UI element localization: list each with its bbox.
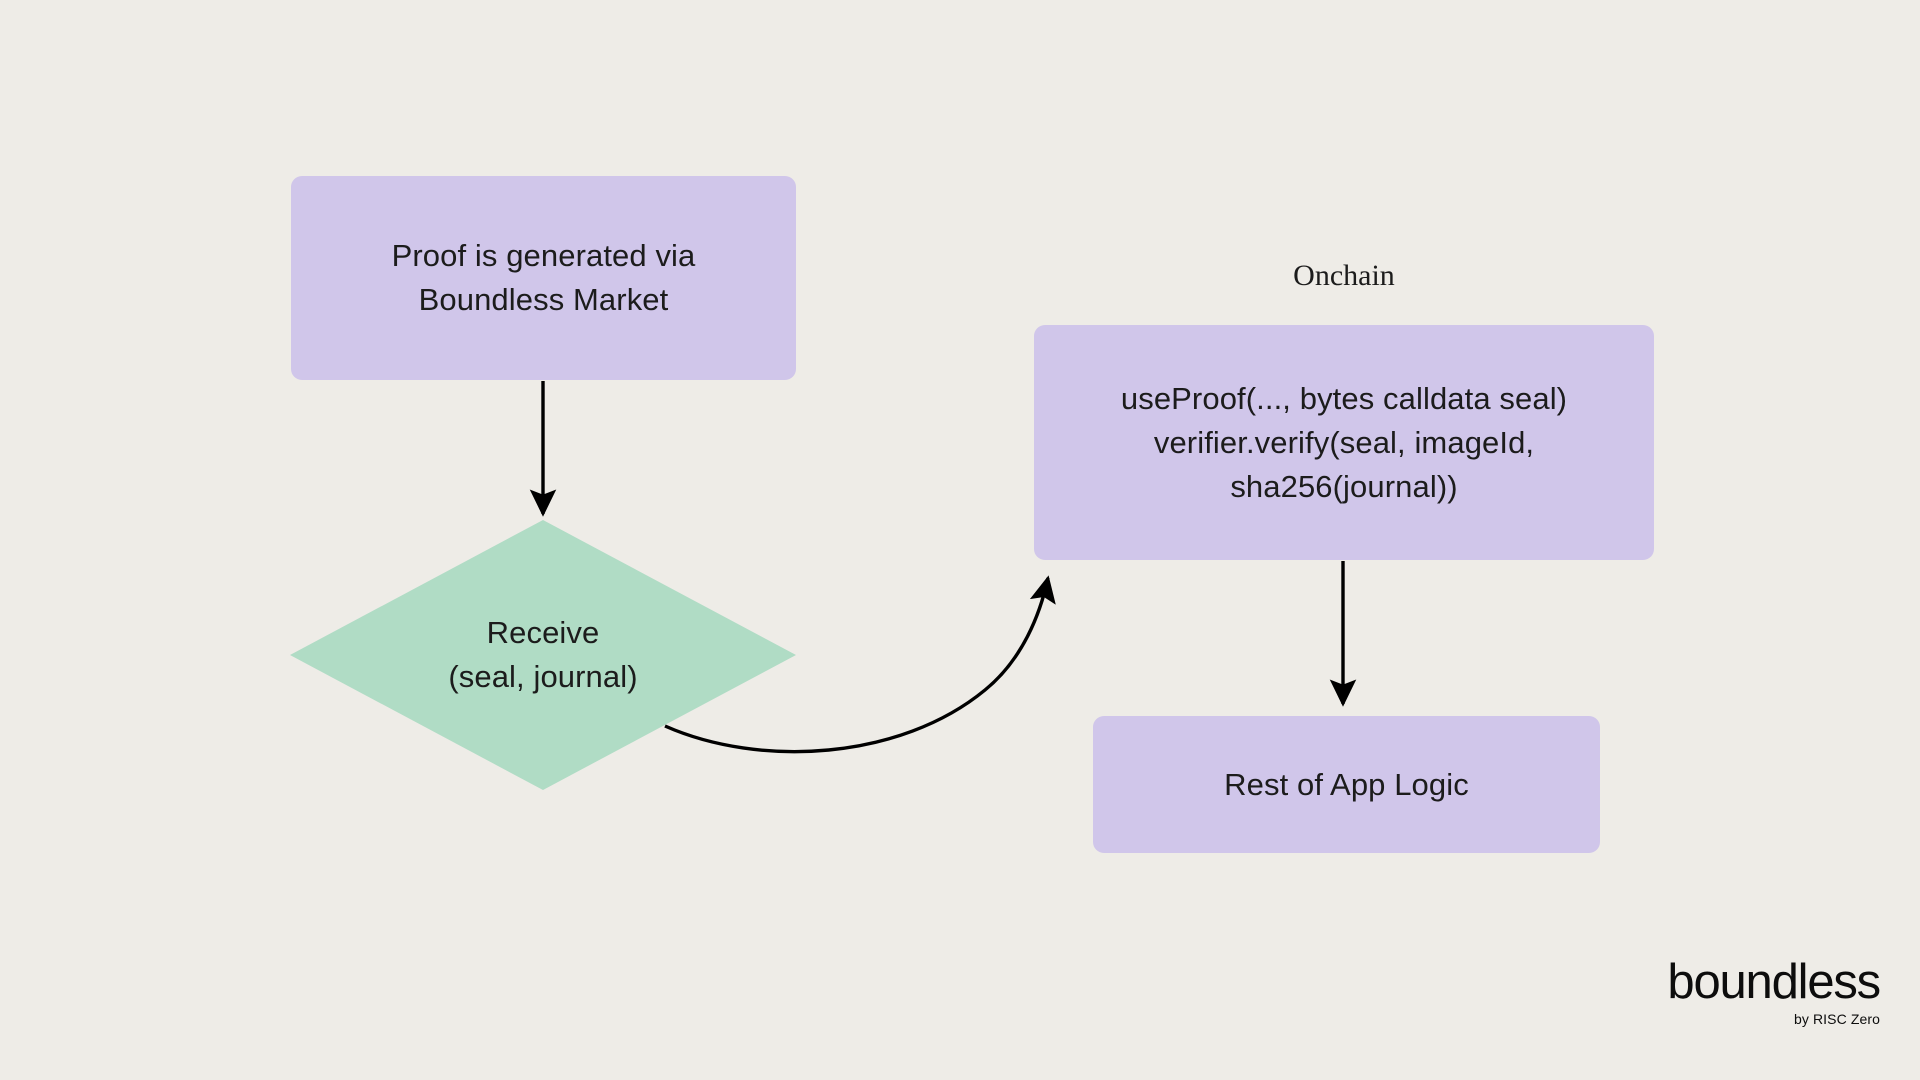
node-proof-generated[interactable]: Proof is generated via Boundless Market [291, 176, 796, 380]
node-proof-generated-line-1: Proof is generated via [391, 238, 696, 273]
node-receive-label: Receive (seal, journal) [448, 611, 637, 699]
node-rest-of-app-logic[interactable]: Rest of App Logic [1093, 716, 1600, 853]
node-receive-line-1: Receive [486, 615, 600, 650]
node-proof-generated-line-2: Boundless Market [418, 282, 669, 317]
node-use-proof-line-1: useProof(..., bytes calldata seal) [1120, 380, 1568, 416]
node-use-proof-line-2: verifier.verify(seal, imageId, [1153, 424, 1535, 460]
node-receive[interactable]: Receive (seal, journal) [290, 520, 796, 790]
node-use-proof[interactable]: useProof(..., bytes calldata seal) verif… [1034, 325, 1654, 560]
node-rest-of-app-logic-line-1: Rest of App Logic [1224, 766, 1469, 802]
brand-tagline: by RISC Zero [1794, 1011, 1880, 1027]
node-use-proof-line-3: sha256(journal)) [1230, 468, 1458, 504]
node-receive-line-2: (seal, journal) [448, 659, 638, 694]
brand-logo: boundless by RISC Zero [1667, 955, 1881, 1028]
region-label-onchain: Onchain [1293, 259, 1395, 292]
connector-receive-to-use-proof [664, 575, 1056, 754]
brand-wordmark: boundless [1667, 955, 1881, 1009]
